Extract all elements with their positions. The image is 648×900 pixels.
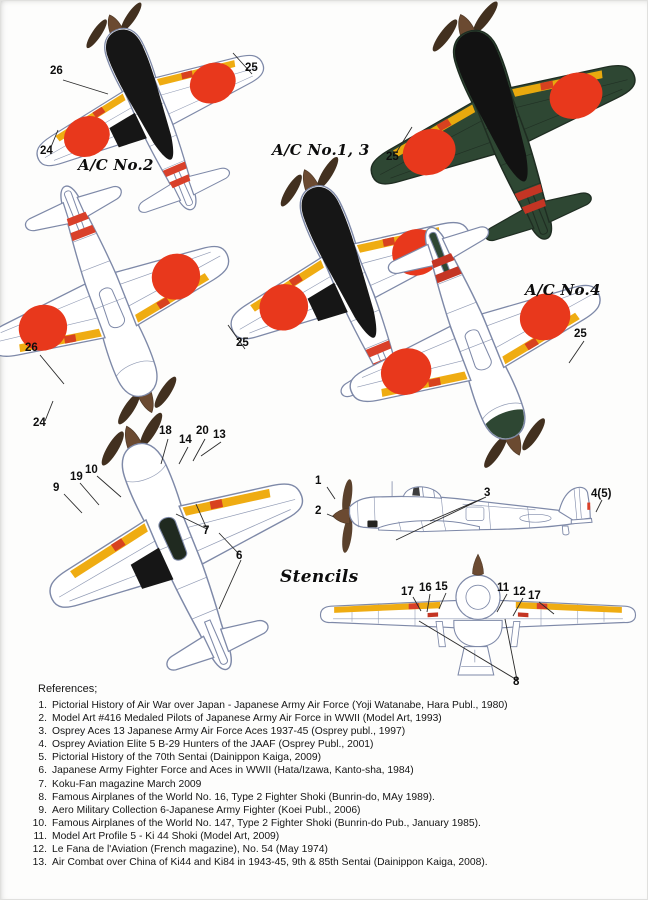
aircraft-stencils-top-view — [0, 370, 353, 722]
reference-item: 7.Koku-Fan magazine March 2009 — [38, 778, 202, 790]
callout-number: 4(5) — [591, 488, 612, 500]
callout-number: 1 — [315, 475, 322, 487]
label-ac-no-2: A/C No.2 — [78, 156, 154, 174]
aircraft-ac4-bottom-view — [305, 178, 645, 508]
reference-item: 4.Osprey Aviation Elite 5 B-29 Hunters o… — [38, 739, 374, 751]
references-title: References; — [38, 683, 98, 695]
reference-item: 8.Famous Airplanes of the World No. 16, … — [38, 791, 435, 803]
callout-number: 25 — [245, 62, 258, 74]
callout-number: 10 — [85, 464, 98, 476]
callout-number: 13 — [213, 429, 226, 441]
callout-number: 25 — [236, 337, 249, 349]
callout-number: 8 — [513, 676, 520, 688]
callout-number: 17 — [401, 586, 414, 598]
callout-number: 24 — [33, 417, 46, 429]
callout-number: 2 — [315, 505, 322, 517]
reference-item: 2.Model Art #416 Medaled Pilots of Japan… — [38, 713, 442, 725]
callout-number: 18 — [159, 425, 172, 437]
callout-number: 15 — [435, 581, 448, 593]
callout-number: 25 — [574, 328, 587, 340]
callout-number: 19 — [70, 471, 83, 483]
reference-item: 1.Pictorial History of Air War over Japa… — [38, 700, 508, 711]
callout-number: 9 — [53, 482, 60, 494]
callout-number: 12 — [513, 586, 526, 598]
reference-item: 3.Osprey Aces 13 Japanese Army Air Force… — [38, 726, 406, 738]
callout-number: 6 — [236, 550, 243, 562]
label-stencils: Stencils — [280, 567, 359, 587]
reference-item: 12.Le Fana de l'Aviation (French magazin… — [32, 844, 328, 856]
callout-number: 26 — [25, 342, 38, 354]
callout-number: 7 — [203, 525, 210, 537]
callout-number: 17 — [528, 590, 541, 602]
callout-number: 25 — [386, 151, 399, 163]
reference-item: 5.Pictorial History of the 70th Sentai (… — [38, 752, 322, 764]
callout-number: 26 — [50, 65, 63, 77]
callout-number: 24 — [40, 145, 53, 157]
callout-number: 3 — [484, 487, 491, 499]
reference-item: 11.Model Art Profile 5 - Ki 44 Shoki (Mo… — [33, 830, 280, 842]
aircraft-stencils-side-view — [332, 477, 593, 555]
aircraft-ac2-bottom-view — [0, 140, 273, 462]
reference-item: 13.Air Combat over China of Ki44 and Ki8… — [32, 857, 488, 869]
callout-number: 16 — [419, 582, 432, 594]
callout-number: 14 — [179, 434, 192, 446]
references-section: References; 1.Pictorial History of Air W… — [30, 683, 638, 869]
callout-leader-lines — [39, 52, 603, 681]
callout-number: 11 — [497, 582, 510, 594]
callout-number: 20 — [196, 425, 209, 437]
label-ac-no-1-3: A/C No.1, 3 — [272, 141, 370, 159]
reference-item: 9.Aero Military Collection 6-Japanese Ar… — [38, 804, 361, 816]
reference-item: 6.Japanese Army Fighter Force and Aces i… — [38, 765, 414, 777]
reference-item: 10.Famous Airplanes of the World No. 147… — [32, 817, 481, 829]
label-ac-no-4: A/C No.4 — [525, 281, 601, 299]
